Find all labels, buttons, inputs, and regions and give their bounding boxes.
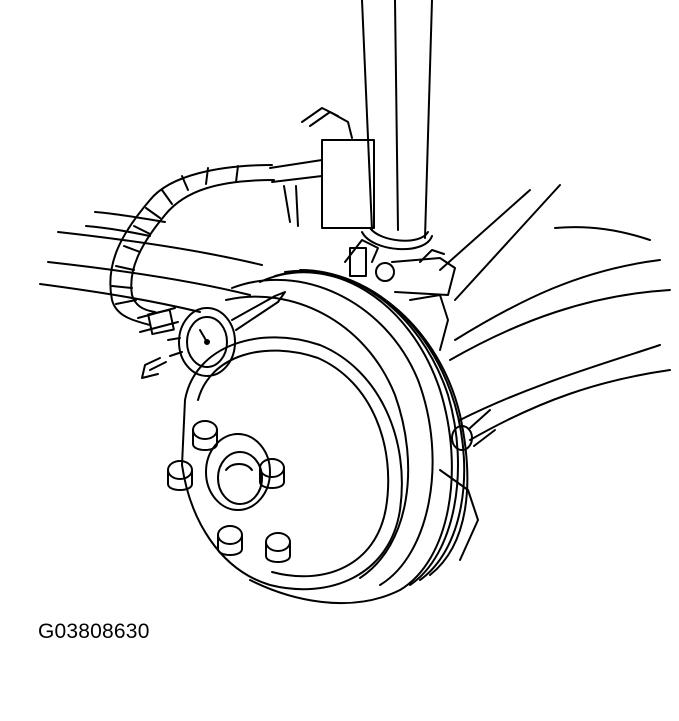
backing-plate-icon [345,240,478,560]
fender-lines-icon [40,185,670,440]
strut-tube-icon [362,0,432,249]
hose-bracket-icon [270,108,374,228]
wheel-hub-icon [206,434,270,510]
lower-control-arm-icon [452,410,495,450]
figure-code: G03808630 [38,620,150,643]
lug-stud-icon [168,421,290,562]
brake-drum-icon [182,270,467,603]
dial-indicator-icon [168,292,285,376]
brake-hose-icon [110,165,274,325]
magnetic-base-arm-icon [138,308,178,378]
brake-drum-runout-illustration [0,0,679,610]
